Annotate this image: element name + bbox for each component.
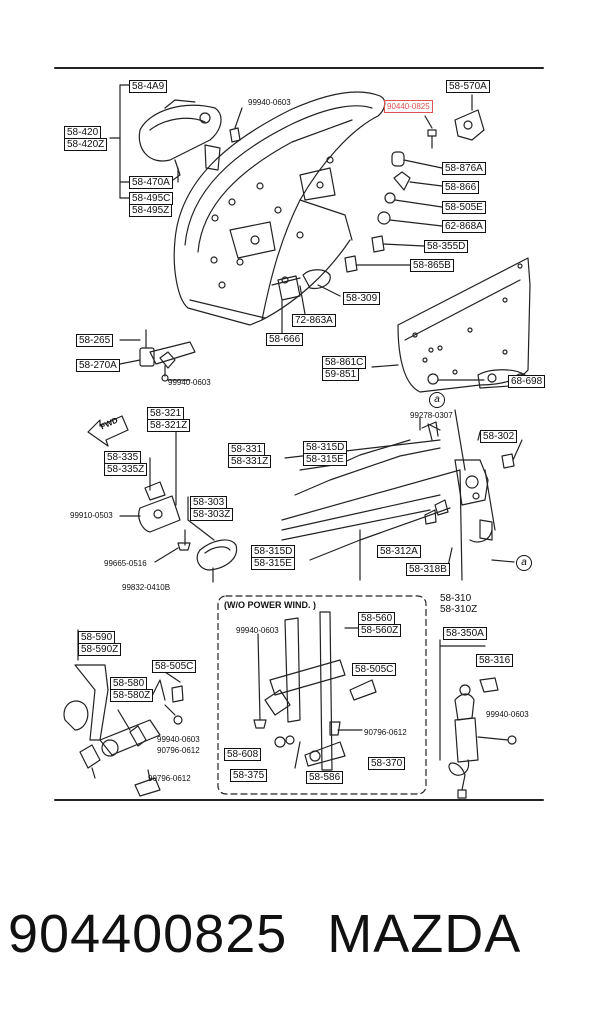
label-99940-0603-mid: 99940-0603 bbox=[168, 378, 211, 387]
highlighted-part-90440-0825: 90440-0825 bbox=[384, 100, 433, 113]
lock-rods-latch bbox=[281, 409, 523, 581]
label-58-331Z: 58-331Z bbox=[228, 455, 272, 468]
label-99940-0603-top: 99940-0603 bbox=[248, 98, 291, 107]
label-62-868A: 62-868A bbox=[442, 220, 486, 233]
label-58-318B: 58-318B bbox=[406, 563, 450, 576]
label-58-310: 58-310 bbox=[440, 593, 472, 604]
label-72-863A: 72-863A bbox=[292, 314, 336, 327]
label-58-608: 58-608 bbox=[224, 748, 262, 761]
label-58-865B: 58-865B bbox=[410, 259, 454, 272]
label-58-370: 58-370 bbox=[368, 757, 406, 770]
label-58-866: 58-866 bbox=[442, 181, 480, 194]
label-58-570A: 58-570A bbox=[446, 80, 490, 93]
door-shell bbox=[173, 91, 386, 326]
label-58-270A: 58-270A bbox=[76, 359, 120, 372]
footer-title: 904400825 MAZDA bbox=[8, 902, 561, 966]
label-99910-0503: 99910-0503 bbox=[70, 511, 113, 520]
footer-part-number: 904400825 bbox=[8, 904, 288, 964]
label-90796-0612-box: 90796-0612 bbox=[364, 728, 407, 737]
label-59-851: 59-851 bbox=[322, 368, 360, 381]
outside-handle bbox=[109, 84, 243, 199]
label-99665-0516: 99665-0516 bbox=[104, 559, 147, 568]
label-58-302: 58-302 bbox=[480, 430, 518, 443]
label-58-876A: 58-876A bbox=[442, 162, 486, 175]
label-99940-0603-box: 99940-0603 bbox=[236, 626, 279, 635]
label-58-586: 58-586 bbox=[306, 771, 344, 784]
label-58-312A: 58-312A bbox=[377, 545, 421, 558]
label-58-265: 58-265 bbox=[76, 334, 114, 347]
door-trim-panel bbox=[371, 257, 531, 393]
label-58-315E-lower: 58-315E bbox=[251, 557, 295, 570]
label-58-303Z: 58-303Z bbox=[190, 508, 234, 521]
label-58-335Z: 58-335Z bbox=[104, 463, 148, 476]
label-58-310Z: 58-310Z bbox=[440, 604, 478, 615]
label-58-350A: 58-350A bbox=[443, 627, 487, 640]
label-58-590Z: 58-590Z bbox=[78, 643, 122, 656]
label-58-560Z: 58-560Z bbox=[358, 624, 402, 637]
label-58-470A: 58-470A bbox=[129, 176, 173, 189]
door-lock-striker bbox=[119, 329, 196, 382]
label-99940-0603-left: 99940-0603 bbox=[157, 735, 200, 744]
label-58-495Z: 58-495Z bbox=[129, 204, 173, 217]
label-58-666: 58-666 bbox=[266, 333, 304, 346]
label-90796-0612-left-a: 90796-0612 bbox=[157, 746, 200, 755]
label-68-698: 68-698 bbox=[508, 375, 546, 388]
power-window-motor bbox=[439, 639, 517, 799]
label-58-355D: 58-355D bbox=[424, 240, 469, 253]
label-58-580Z: 58-580Z bbox=[110, 689, 154, 702]
label-58-505E: 58-505E bbox=[442, 201, 486, 214]
label-99832-0410B: 99832-0410B bbox=[122, 583, 171, 592]
forward-arrow bbox=[87, 415, 129, 447]
label-58-505C-left: 58-505C bbox=[152, 660, 197, 673]
marker-a-top: a bbox=[429, 392, 445, 408]
label-58-321Z: 58-321Z bbox=[147, 419, 191, 432]
label-58-4A9: 58-4A9 bbox=[129, 80, 168, 93]
label-58-420Z: 58-420Z bbox=[64, 138, 108, 151]
label-58-316: 58-316 bbox=[476, 654, 514, 667]
label-90796-0612-left-b: 90796-0612 bbox=[148, 774, 191, 783]
label-58-309: 58-309 bbox=[343, 292, 381, 305]
marker-a-right: a bbox=[516, 555, 532, 571]
label-99278-0307: 99278-0307 bbox=[410, 411, 453, 420]
without-power-window-box bbox=[217, 595, 427, 795]
label-58-315E-upper: 58-315E bbox=[303, 453, 347, 466]
without-power-window-caption: (W/O POWER WIND. ) bbox=[224, 600, 316, 610]
weatherstrip-fasteners bbox=[271, 94, 485, 334]
label-58-375: 58-375 bbox=[230, 769, 268, 782]
manual-regulator bbox=[253, 611, 377, 771]
footer-brand: MAZDA bbox=[327, 904, 522, 964]
label-99940-0603-right: 99940-0603 bbox=[486, 710, 529, 719]
label-58-505C-box: 58-505C bbox=[352, 663, 397, 676]
